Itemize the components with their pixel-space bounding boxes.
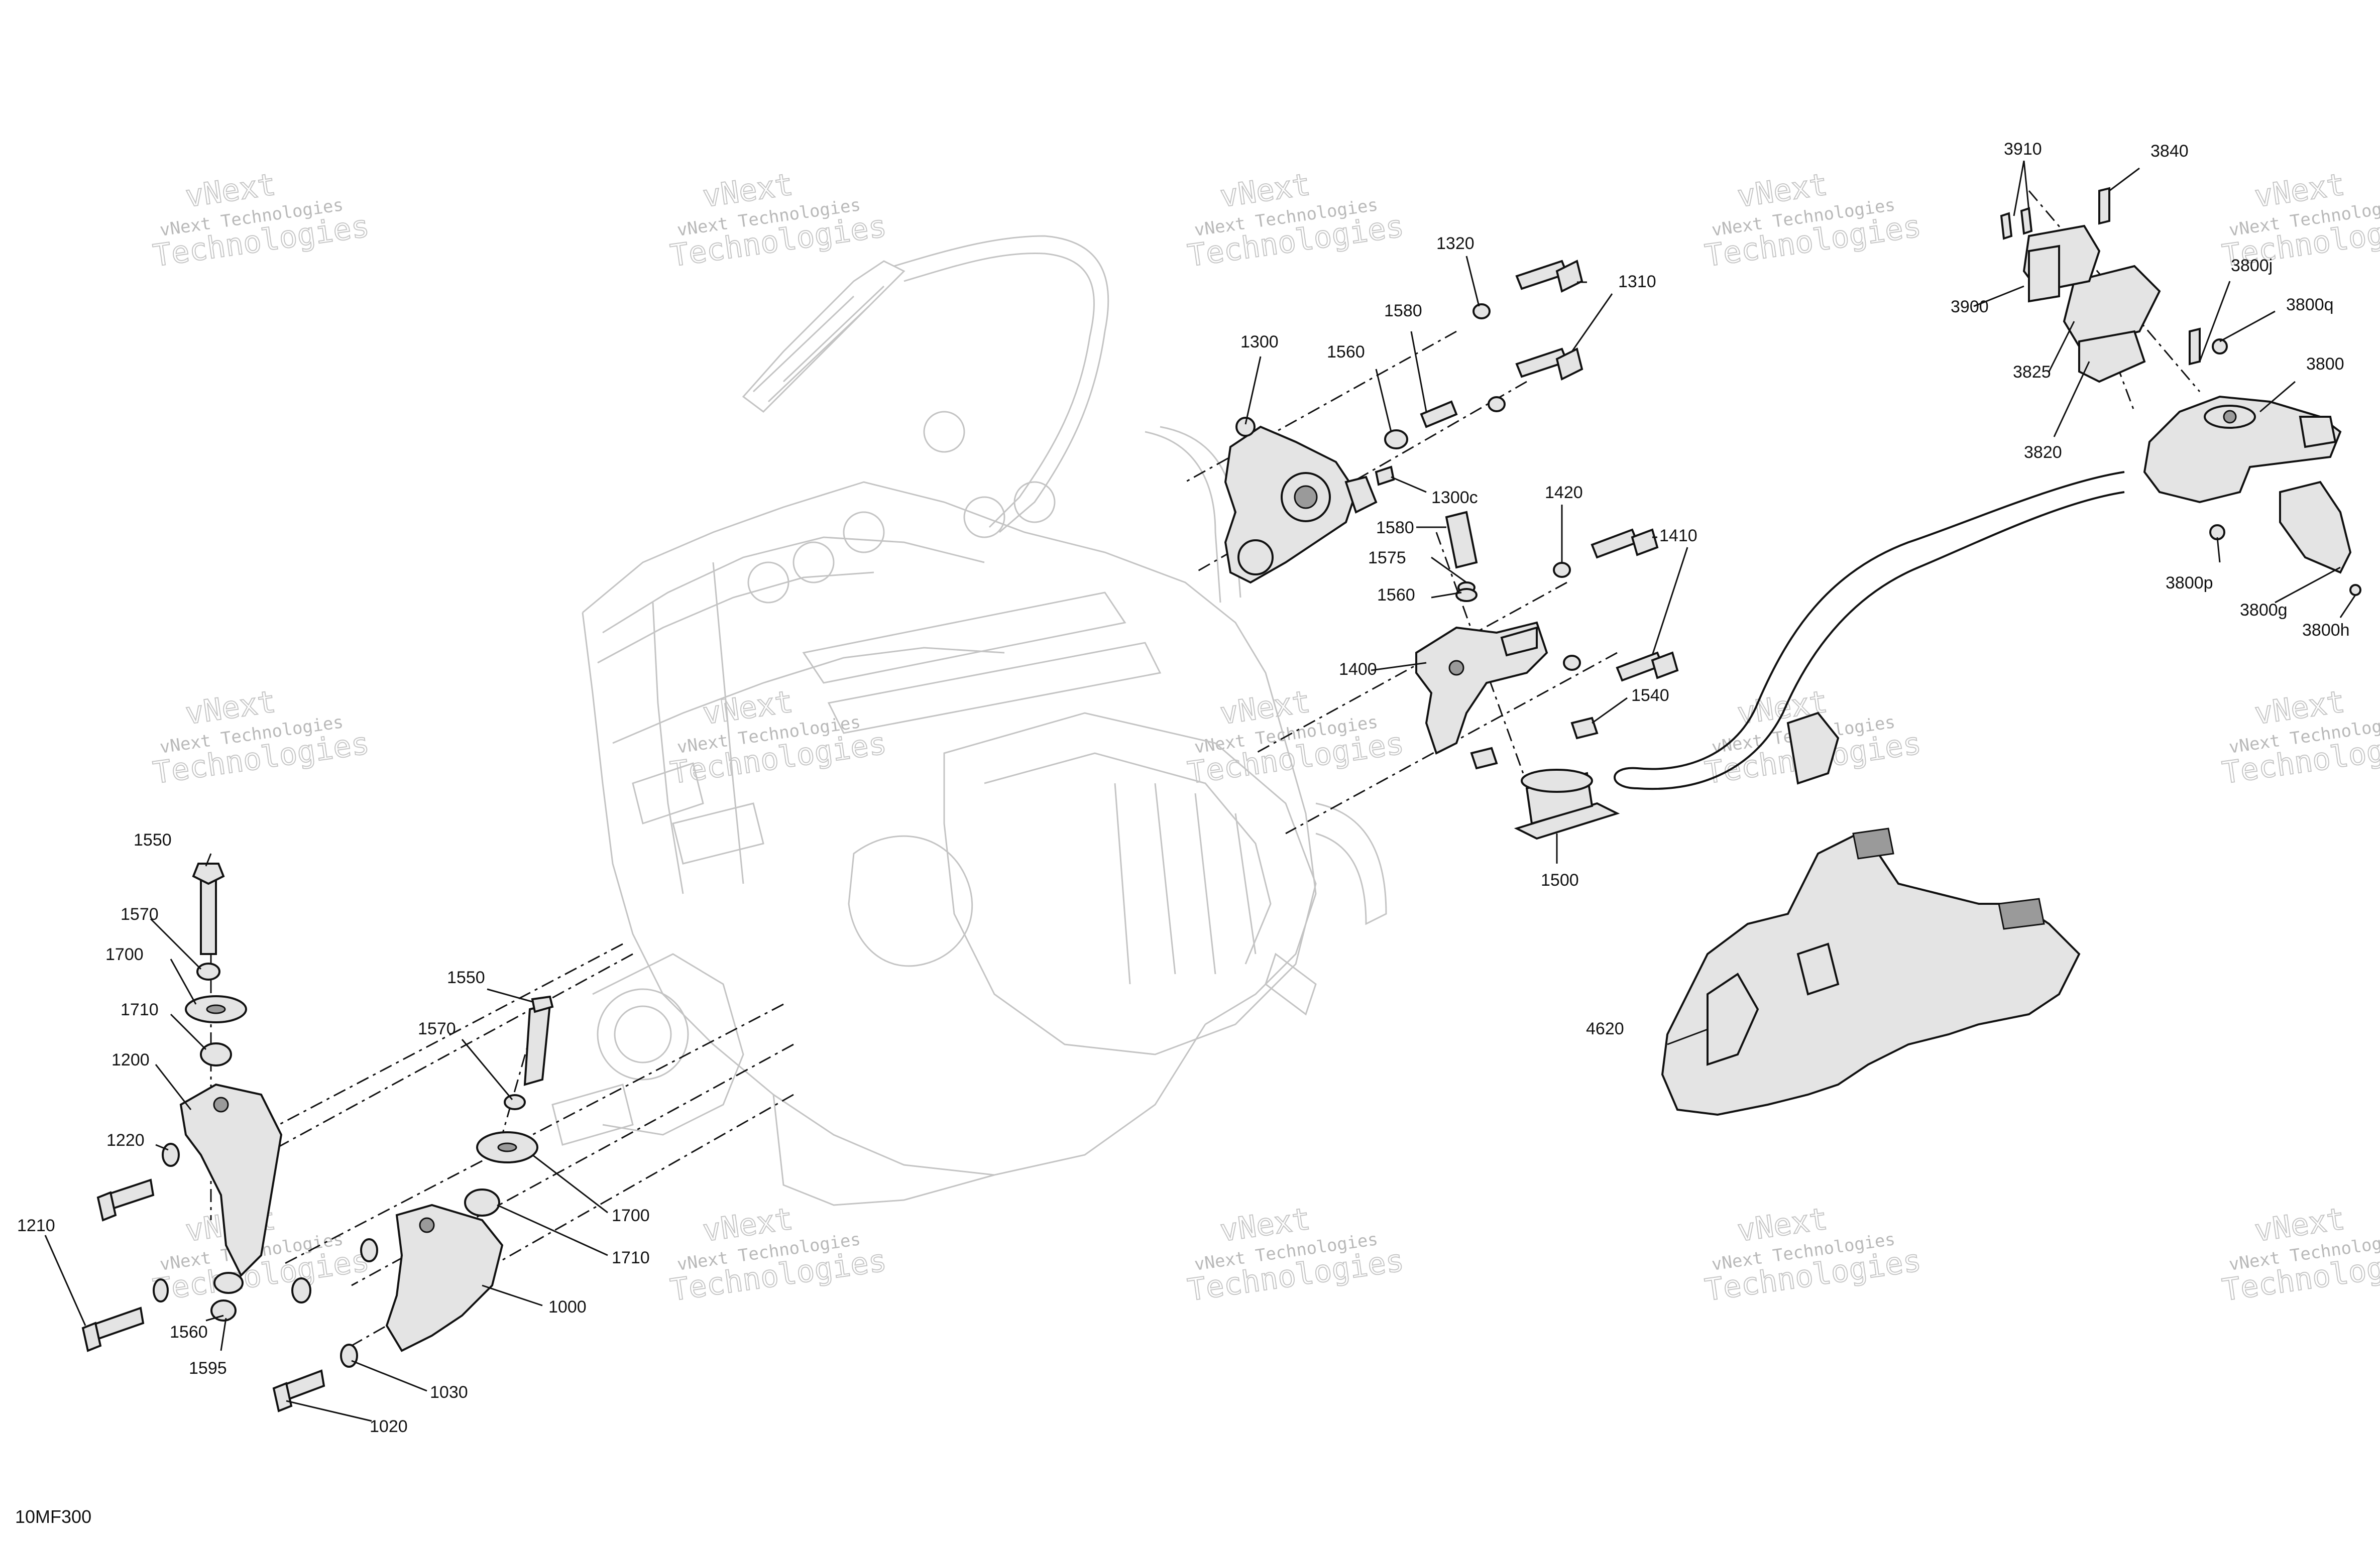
part-4620-heat-shield xyxy=(1661,827,2081,1116)
callout-leader-lines xyxy=(44,160,2356,1422)
label-1220: 1220 xyxy=(106,1131,145,1150)
label-3910: 3910 xyxy=(2004,140,2042,159)
callout-labels: 3910 3840 1320 1310 3800j 3900 3800q 130… xyxy=(17,140,2350,1436)
label-1420: 1420 xyxy=(1545,483,1583,502)
label-1300: 1300 xyxy=(1240,332,1279,351)
part-1400-bracket xyxy=(1415,621,1548,755)
label-3820: 3820 xyxy=(2024,443,2062,462)
label-1020: 1020 xyxy=(370,1417,408,1436)
label-1580-top: 1580 xyxy=(1384,301,1422,320)
label-1410: 1410 xyxy=(1659,526,1697,545)
label-1320: 1320 xyxy=(1436,234,1475,253)
label-1560-mid: 1560 xyxy=(1377,585,1415,605)
label-1580-mid: 1580 xyxy=(1376,518,1414,537)
label-3800: 3800 xyxy=(2306,354,2344,374)
label-3800h: 3800h xyxy=(2302,621,2350,640)
label-3800g: 3800g xyxy=(2240,601,2288,620)
label-1310: 1310 xyxy=(1618,272,1656,291)
label-1000: 1000 xyxy=(548,1297,587,1317)
label-1560-top: 1560 xyxy=(1327,342,1365,362)
label-1200: 1200 xyxy=(111,1050,150,1070)
label-3825: 3825 xyxy=(2013,363,2051,382)
label-1030: 1030 xyxy=(430,1383,468,1402)
label-1540: 1540 xyxy=(1631,686,1669,705)
label-3800q: 3800q xyxy=(2286,295,2334,314)
diagram-code: 10MF300 xyxy=(15,1506,92,1527)
label-1550-left: 1550 xyxy=(134,830,172,850)
part-1300-mount-bracket xyxy=(1224,417,1378,584)
label-1570-mid: 1570 xyxy=(418,1019,456,1038)
label-1210: 1210 xyxy=(17,1216,55,1235)
part-3800-shift-cable xyxy=(1614,471,2125,790)
label-1575: 1575 xyxy=(1368,548,1406,567)
label-3800j: 3800j xyxy=(2231,256,2273,275)
label-1500: 1500 xyxy=(1541,871,1579,890)
label-1300c: 1300c xyxy=(1431,488,1478,507)
label-1550-mid: 1550 xyxy=(447,968,485,987)
label-3900: 3900 xyxy=(1951,297,1989,316)
label-1570-left: 1570 xyxy=(121,905,159,924)
part-1410-bolts xyxy=(1445,511,1679,682)
engine-ghost-outline xyxy=(551,235,1387,1206)
label-1710-left: 1710 xyxy=(121,1000,159,1019)
label-1595: 1595 xyxy=(189,1359,227,1378)
label-3840: 3840 xyxy=(2150,142,2189,161)
part-1200-mount-assembly xyxy=(81,863,283,1352)
label-1710-mid: 1710 xyxy=(612,1248,650,1267)
label-1560-bottom: 1560 xyxy=(170,1323,208,1342)
label-1700-left: 1700 xyxy=(105,945,144,964)
label-3800p: 3800p xyxy=(2166,573,2213,592)
label-1700-mid: 1700 xyxy=(612,1206,650,1225)
part-3800-shifter xyxy=(2000,187,2361,596)
label-4620: 4620 xyxy=(1586,1019,1624,1038)
part-1310-bolts xyxy=(1375,260,1583,486)
label-1400: 1400 xyxy=(1339,660,1377,679)
part-1500-rubber-mount xyxy=(1470,717,1620,840)
part-1000-mount-assembly xyxy=(272,995,554,1412)
